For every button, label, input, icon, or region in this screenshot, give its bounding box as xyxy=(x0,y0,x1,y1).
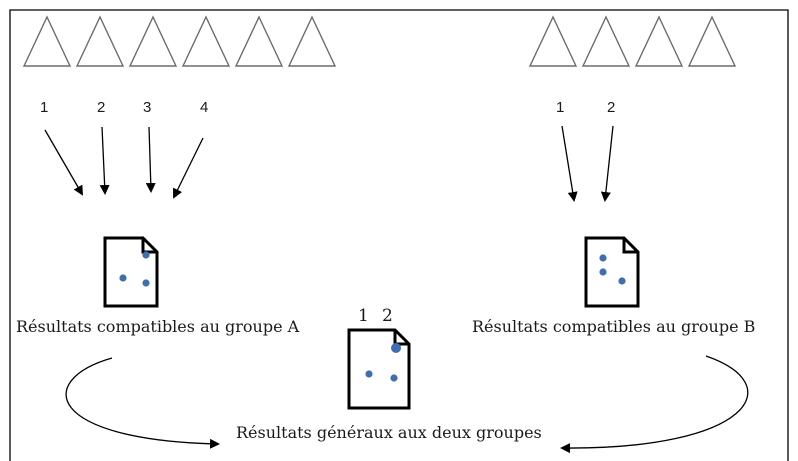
curved-arrow-a-icon xyxy=(65,357,220,449)
group-a-triangle-icon-4 xyxy=(181,15,231,67)
group-b-document-icon xyxy=(584,236,640,308)
group-a-triangle-icon-6 xyxy=(287,15,337,67)
group-a-arrow-3-icon xyxy=(145,126,156,193)
group-b-triangle-icon-2 xyxy=(581,15,631,67)
group-b-triangles xyxy=(528,15,737,67)
group-b-caption: Résultats compatibles au groupe B xyxy=(472,317,756,336)
group-b-arrow-1-icon xyxy=(561,125,578,202)
group-a-input-number-1: 1 xyxy=(40,99,49,116)
arrows xyxy=(44,125,749,454)
group-a-input-number-4: 4 xyxy=(200,99,209,116)
group-a-caption: Résultats compatibles au groupe A xyxy=(16,317,300,336)
group-a-triangle-icon-1 xyxy=(22,15,72,67)
group-b-arrow-2-icon xyxy=(600,125,614,202)
group-a-triangle-icon-5 xyxy=(234,15,284,67)
group-b-input-number-2: 2 xyxy=(607,99,616,116)
group-a-arrow-2-icon xyxy=(99,126,110,195)
group-a-triangle-icon-3 xyxy=(128,15,178,67)
group-a-input-number-2: 2 xyxy=(97,99,106,116)
group-a-document-icon xyxy=(103,236,159,308)
group-a-triangle-icon-2 xyxy=(75,15,125,67)
combined-document-icon xyxy=(347,328,411,410)
group-a-arrow-4-icon xyxy=(173,137,204,199)
documents xyxy=(103,236,640,410)
combined-number-1: 1 xyxy=(358,306,369,326)
combined-number-2: 2 xyxy=(382,306,393,326)
combined-caption: Résultats généraux aux deux groupes xyxy=(236,423,542,442)
group-b-triangle-icon-4 xyxy=(687,15,737,67)
curved-arrow-b-icon xyxy=(560,355,749,454)
group-b-input-number-1: 1 xyxy=(556,99,565,116)
group-b-triangle-icon-3 xyxy=(634,15,684,67)
group-b-triangle-icon-1 xyxy=(528,15,578,67)
frame-border xyxy=(9,9,789,461)
group-a-input-number-3: 3 xyxy=(143,99,152,116)
group-a-arrow-1-icon xyxy=(44,129,84,196)
group-a-triangles xyxy=(22,15,337,67)
